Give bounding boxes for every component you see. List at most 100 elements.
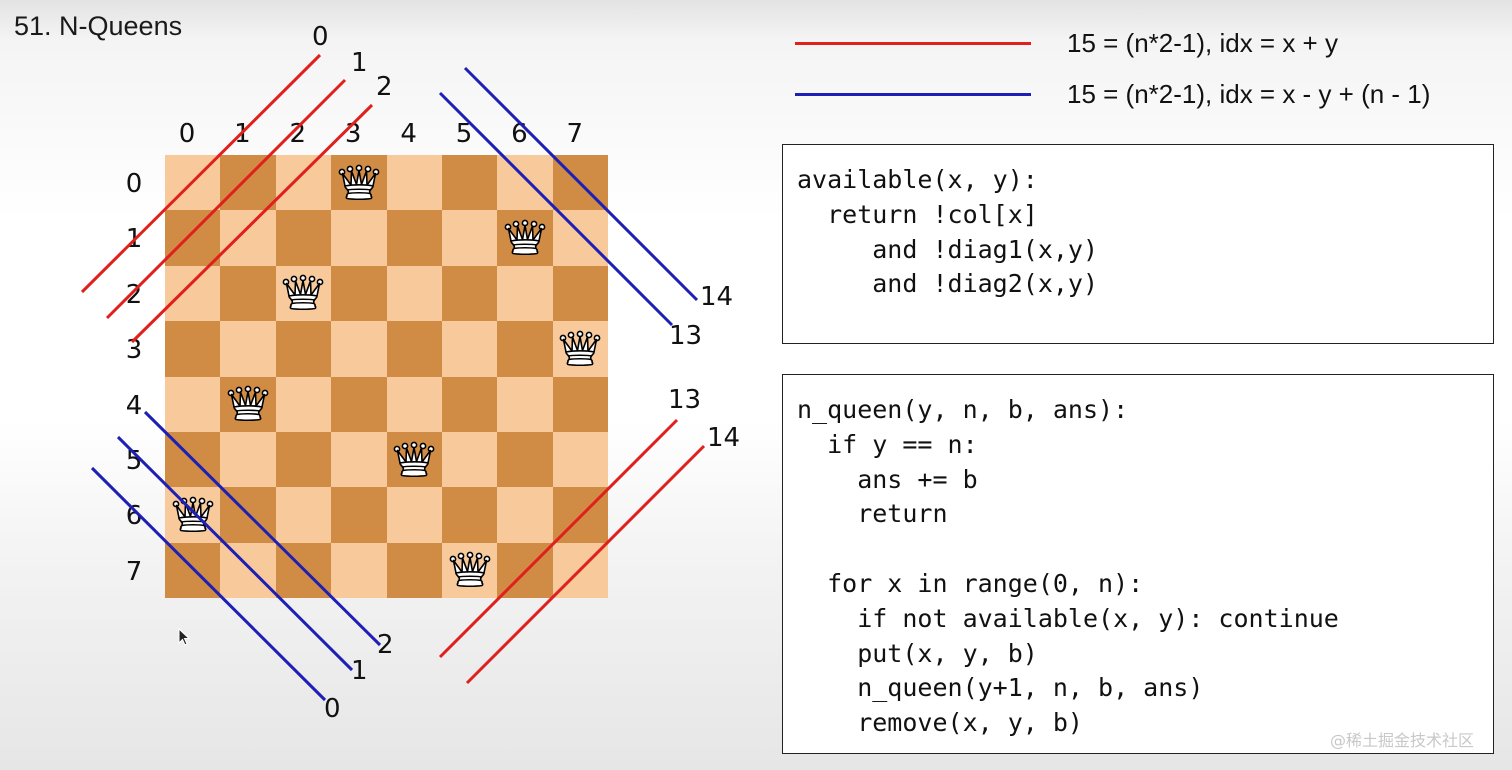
board-square (386, 321, 442, 377)
column-label: 3 (344, 119, 362, 149)
row-label: 4 (125, 390, 143, 421)
board-square (275, 321, 332, 377)
board-square (220, 155, 276, 211)
board-square (497, 431, 553, 488)
board-square (497, 265, 553, 322)
row-label: 6 (125, 501, 143, 532)
board-square (386, 376, 442, 432)
board-square (441, 542, 498, 598)
board-square (220, 542, 276, 598)
diag-label-blue-top-13: 13 (669, 321, 703, 351)
board-square (275, 487, 332, 543)
board-square (275, 155, 332, 211)
available-code-box: available(x, y): return !col[x] and !dia… (782, 144, 1494, 344)
board-square (165, 265, 221, 322)
board-square (331, 376, 387, 432)
board-square (220, 265, 276, 322)
page-title: 51. N-Queens (14, 11, 183, 41)
board-square (552, 321, 608, 377)
board-square (552, 210, 608, 266)
board-square (386, 542, 442, 598)
board-square (220, 321, 276, 377)
board-square (331, 321, 387, 377)
diag-label-blue-bottom-0: 0 (324, 694, 341, 724)
board-square (441, 376, 498, 432)
board-square (552, 431, 608, 488)
diag-label-red-top-0: 0 (312, 22, 329, 52)
queen-icon (504, 219, 546, 256)
queen-icon (449, 551, 490, 588)
board-square (331, 265, 387, 322)
chess-board (165, 155, 608, 598)
column-label: 1 (234, 119, 251, 149)
board-square (331, 487, 387, 543)
diag-label-blue-bottom-1: 1 (351, 656, 368, 686)
board-square (165, 321, 221, 377)
diag-label-red-bottom-13: 13 (668, 385, 702, 415)
board-square (275, 210, 332, 266)
diag-label-red-top-2: 2 (376, 72, 393, 102)
queen-icon (338, 164, 380, 200)
board-square (441, 487, 498, 543)
queen-icon (393, 441, 435, 477)
board-square (386, 487, 442, 543)
board-square (165, 431, 221, 488)
column-label: 5 (455, 119, 473, 149)
board-square (165, 542, 221, 598)
column-label: 4 (400, 119, 417, 149)
diag-label-red-bottom-14: 14 (707, 423, 741, 453)
mouse-cursor-icon (178, 628, 190, 646)
row-label: 3 (125, 335, 143, 366)
board-square (386, 155, 442, 211)
board-square (497, 376, 553, 432)
board-square (165, 155, 221, 211)
board-square (275, 431, 332, 488)
board-square (386, 210, 442, 266)
queen-icon (559, 330, 601, 366)
column-label: 7 (566, 119, 584, 149)
board-square (497, 487, 553, 543)
board-square (165, 210, 221, 266)
column-label: 2 (289, 119, 307, 149)
board-square (331, 431, 387, 488)
row-label: 2 (125, 279, 143, 310)
board-square (441, 265, 498, 322)
board-square (331, 210, 387, 266)
queen-icon (172, 496, 214, 532)
row-label: 0 (125, 169, 143, 199)
n-queen-code: n_queen(y, n, b, ans): if y == n: ans +=… (797, 395, 1339, 738)
board-square (386, 431, 442, 488)
column-label: 6 (511, 119, 528, 149)
board-square (220, 431, 276, 488)
board-square (441, 431, 498, 488)
board-square (275, 376, 332, 432)
queen-icon (227, 385, 269, 422)
board-square (220, 487, 276, 543)
board-square (441, 155, 498, 211)
row-label: 5 (125, 446, 143, 476)
n-queen-code-box: n_queen(y, n, b, ans): if y == n: ans +=… (782, 374, 1494, 754)
row-label: 1 (125, 224, 143, 255)
diag-label-blue-top-14: 14 (700, 282, 734, 312)
board-square (165, 376, 221, 432)
board-square (441, 210, 498, 266)
row-label: 7 (125, 556, 143, 587)
column-label: 0 (178, 119, 196, 149)
board-square (497, 155, 553, 211)
board-square (441, 321, 498, 377)
board-square (497, 321, 553, 377)
queen-icon (283, 275, 324, 311)
board-square (165, 487, 221, 543)
diag-label-red-top-1: 1 (351, 48, 368, 78)
board-square (220, 210, 276, 266)
watermark: @稀土掘金技术社区 (1330, 731, 1475, 750)
board-square (552, 542, 608, 598)
legend-blue-text: 15 = (n*2-1), idx = x - y + (n - 1) (1067, 79, 1431, 109)
board-square (552, 265, 608, 322)
board-square (552, 487, 608, 543)
board-square (386, 265, 442, 322)
board-square (552, 155, 608, 211)
diag-label-blue-bottom-2: 2 (377, 630, 394, 660)
legend-red-text: 15 = (n*2-1), idx = x + y (1067, 28, 1338, 58)
board-square (552, 376, 608, 432)
